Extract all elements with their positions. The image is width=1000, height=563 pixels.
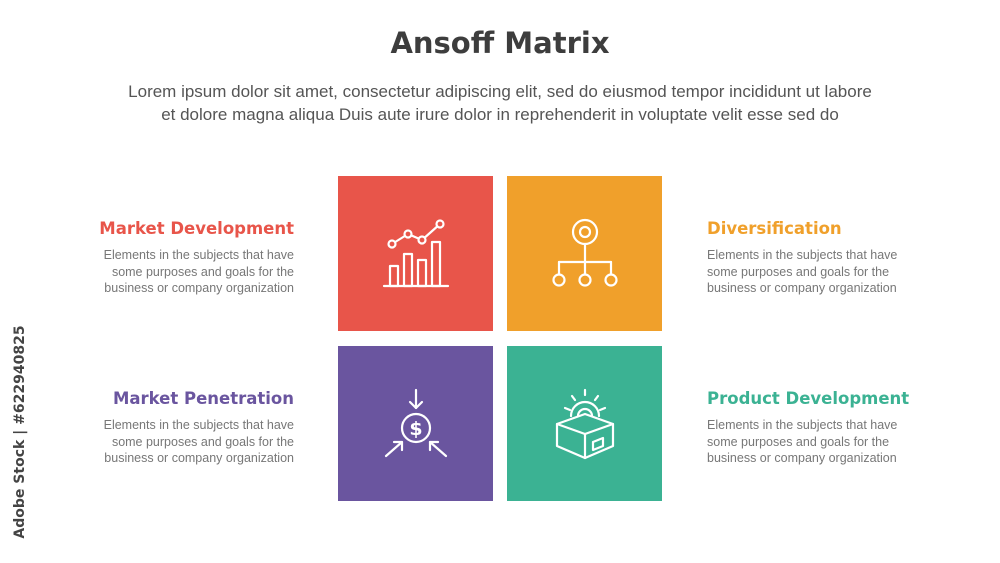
description-line: business or company organization (707, 281, 897, 295)
product-development-tile (507, 346, 662, 501)
market-penetration-title: Market Penetration (112, 389, 294, 408)
market-development-tile (338, 176, 493, 331)
diversification-title: Diversification (707, 219, 842, 238)
market-development-description: Elements in the subjects that have some … (34, 247, 294, 297)
description-line: Elements in the subjects that have (707, 418, 898, 432)
page-title: Ansoff Matrix (390, 26, 610, 60)
box-gear-icon (555, 388, 614, 459)
dollar-target-arrows-icon: $ (384, 388, 447, 457)
description-line: business or company organization (707, 451, 897, 465)
description-line: business or company organization (104, 451, 294, 465)
description-line: some purposes and goals for the (111, 434, 294, 449)
product-development-block: Product Development Elements in the subj… (707, 389, 967, 467)
market-penetration-tile: $ (338, 346, 493, 501)
page-subtitle: Lorem ipsum dolor sit amet, consectetur … (40, 80, 960, 126)
svg-text:$: $ (409, 418, 422, 440)
market-penetration-block: Market Penetration Elements in the subje… (34, 389, 294, 467)
diversification-description: Elements in the subjects that have some … (707, 247, 967, 297)
description-line: some purposes and goals for the (707, 434, 890, 449)
description-line: some purposes and goals for the (111, 264, 294, 279)
bar-chart-trend-icon (382, 218, 449, 287)
description-line: Elements in the subjects that have (103, 248, 294, 262)
subtitle-line-1: Lorem ipsum dolor sit amet, consectetur … (128, 82, 872, 101)
description-line: business or company organization (104, 281, 294, 295)
market-development-title: Market Development (99, 219, 294, 238)
description-line: some purposes and goals for the (707, 264, 890, 279)
product-development-description: Elements in the subjects that have some … (707, 417, 967, 467)
hierarchy-node-icon (551, 218, 618, 287)
market-penetration-description: Elements in the subjects that have some … (34, 417, 294, 467)
stock-watermark: Adobe Stock | #622940825 (8, 318, 32, 546)
diversification-block: Diversification Elements in the subjects… (707, 219, 967, 297)
description-line: Elements in the subjects that have (707, 248, 898, 262)
subtitle-line-2: et dolore magna aliqua Duis aute irure d… (161, 105, 839, 124)
description-line: Elements in the subjects that have (103, 418, 294, 432)
product-development-title: Product Development (707, 389, 910, 408)
market-development-block: Market Development Elements in the subje… (34, 219, 294, 297)
watermark-text: Adobe Stock | #622940825 (12, 325, 28, 539)
diversification-tile (507, 176, 662, 331)
